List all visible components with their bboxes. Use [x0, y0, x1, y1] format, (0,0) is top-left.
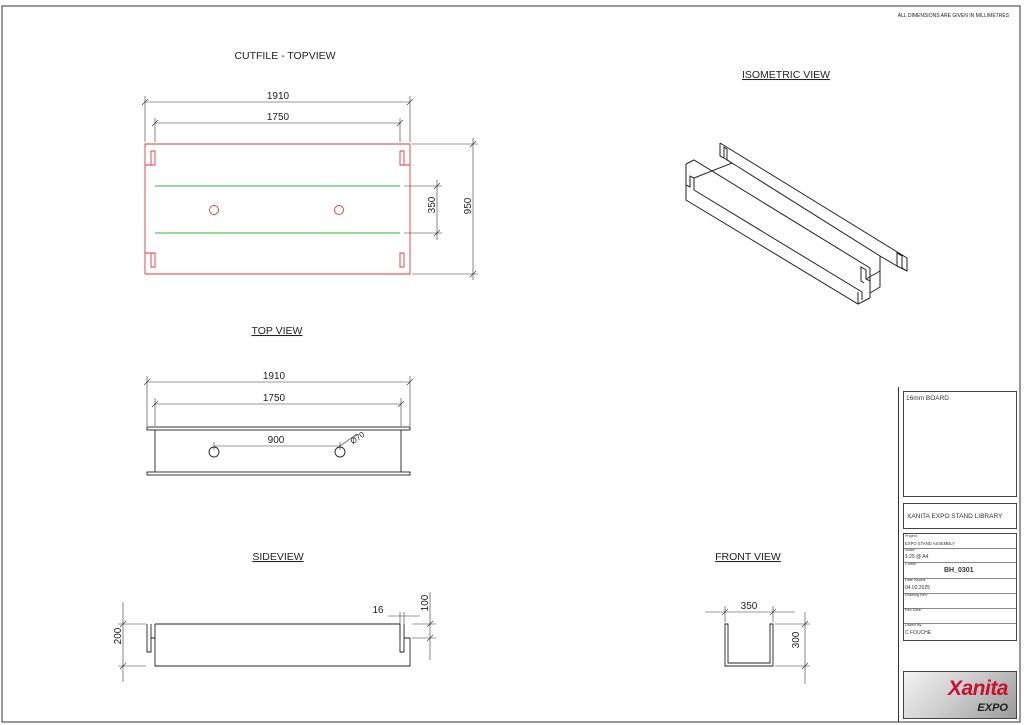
drawn-row: Drawn By: C FOUCHE: [904, 623, 1016, 641]
logo-main: Xanita: [947, 677, 1009, 700]
material-label: 16mm BOARD: [906, 395, 949, 402]
cutfile-dim-mid: 350: [427, 196, 438, 213]
rev-date-row: Rev Date:: [904, 608, 1016, 624]
drawing-rev-label: Drawing Rev:: [905, 593, 928, 597]
top-dim-diameter: Ø70: [349, 430, 367, 446]
date-label: Date Issued:: [905, 578, 927, 582]
top-dim-overall-line: [143, 376, 414, 426]
project-row: Project: EXPO STAND ASSEMBLY: [904, 534, 1016, 549]
top-dim-holes-line: [213, 433, 358, 450]
cut-slot: [399, 252, 405, 268]
cutfile-dim-inner: 1750: [267, 112, 290, 123]
units-note: ALL DIMENSIONS ARE GIVEN IN MILLIMETRES: [898, 13, 1010, 19]
logo-box: Xanita EXPO: [903, 671, 1017, 719]
drawing-rev-row: Drawing Rev:: [904, 593, 1016, 609]
project-label: Project:: [905, 534, 918, 538]
side-view: SIDEVIEW 200 16: [113, 551, 436, 682]
side-dim-height-line: [118, 602, 146, 682]
rev-date-label: Rev Date:: [905, 608, 922, 612]
top-view: TOP VIEW 1910 1750: [143, 325, 414, 476]
front-dim-width-line: [705, 606, 795, 622]
front-title: FRONT VIEW: [715, 551, 781, 563]
material-box: 16mm BOARD: [903, 391, 1017, 497]
side-title: SIDEVIEW: [252, 551, 303, 563]
isometric-view: ISOMETRIC VIEW: [685, 69, 908, 305]
top-title: TOP VIEW: [252, 325, 303, 337]
front-view: FRONT VIEW 350 300: [705, 551, 810, 684]
top-channel: [146, 426, 411, 476]
library-label: XANITA EXPO STAND LIBRARY: [907, 513, 1003, 520]
scale-value: 1:25 @ A4: [905, 554, 929, 560]
side-dim-thickness: 16: [372, 605, 384, 616]
cutfile-dim-height: 950: [463, 197, 474, 214]
top-dim-overall: 1910: [263, 371, 286, 382]
cutfile-dim-overall: 1910: [267, 91, 290, 102]
front-channel: [724, 623, 774, 667]
side-dim-height: 200: [113, 627, 124, 644]
top-dim-inner: 1750: [263, 393, 286, 404]
isometric-title: ISOMETRIC VIEW: [742, 69, 830, 81]
side-dim-slot-line: [412, 592, 436, 660]
cutfile-value: BH_0301: [944, 567, 974, 574]
scale-row: Scale: 1:25 @ A4: [904, 548, 1016, 563]
side-channel: [146, 623, 411, 667]
cutfile-hole-left: [209, 205, 219, 215]
title-block: 16mm BOARD XANITA EXPO STAND LIBRARY Pro…: [898, 387, 1021, 722]
cutfile-dim-height-line: [412, 138, 478, 280]
info-box: Project: EXPO STAND ASSEMBLY Scale: 1:25…: [903, 533, 1017, 641]
logo-sub: EXPO: [977, 702, 1008, 714]
date-value: 04.02.2025: [905, 585, 931, 591]
cutfile-dim-overall-line: [141, 96, 414, 142]
date-row: Date Issued: 04.02.2025: [904, 578, 1016, 594]
top-dim-inner-line: [151, 398, 405, 426]
scale-label: Scale:: [905, 548, 916, 552]
sheet-border: [1, 5, 1021, 723]
library-box: XANITA EXPO STAND LIBRARY: [903, 503, 1017, 529]
project-value: EXPO STAND ASSEMBLY: [905, 541, 955, 546]
isometric-channel: [685, 142, 908, 305]
cutfile-dim-mid-line: [404, 180, 442, 240]
cutfile-title: CUTFILE - TOPVIEW: [234, 50, 335, 62]
cut-outline: [144, 143, 411, 275]
cutfile-hole-right: [334, 205, 344, 215]
front-dim-height: 300: [791, 631, 802, 648]
drawn-label: Drawn By:: [905, 623, 923, 627]
top-dim-holes: 900: [268, 435, 285, 446]
side-dim-thickness-line: [388, 612, 420, 624]
drawn-value: C FOUCHE: [905, 630, 932, 636]
cutfile-dim-inner-line: [151, 118, 404, 142]
front-dim-width: 350: [741, 601, 758, 612]
cutfile-view: CUTFILE - TOPVIEW 1910 1750: [141, 50, 478, 280]
front-dim-height-line: [775, 612, 810, 684]
side-dim-slot: 100: [420, 594, 431, 611]
cutfile-row: Cutfile: BH_0301: [904, 562, 1016, 579]
cutfile-label: Cutfile:: [905, 562, 917, 566]
